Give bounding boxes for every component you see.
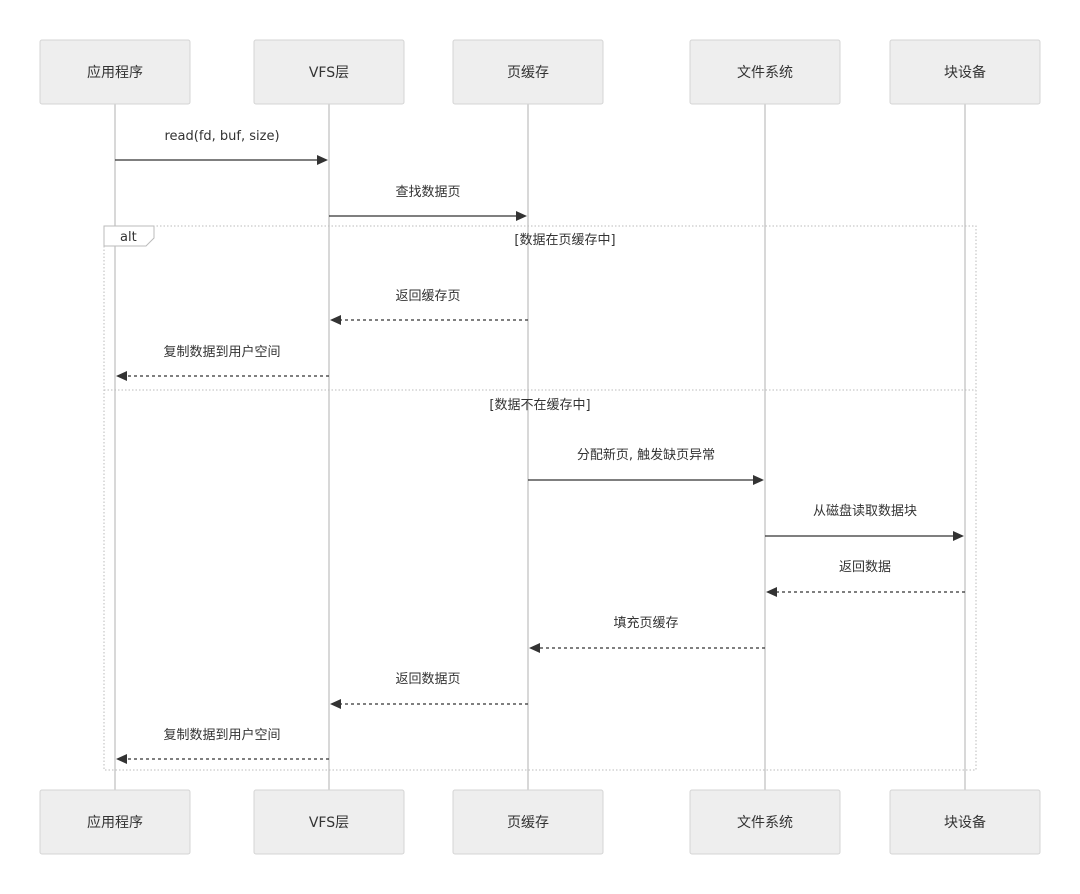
alt-branch-condition: [数据不在缓存中] <box>489 398 590 413</box>
participant-label: 页缓存 <box>507 815 549 831</box>
participant-label: 文件系统 <box>737 815 793 831</box>
message-label: 从磁盘读取数据块 <box>813 503 917 519</box>
participant-label: VFS层 <box>309 815 349 831</box>
message: 填充页缓存 <box>529 615 765 653</box>
participant-vfs: VFS层 <box>253 789 405 855</box>
participant-label: 应用程序 <box>87 814 143 831</box>
arrow-head <box>766 587 777 597</box>
arrow-head <box>330 315 341 325</box>
participant-app: 应用程序 <box>39 39 191 105</box>
arrow-head <box>953 531 964 541</box>
arrow-head <box>116 754 127 764</box>
participant-label: 文件系统 <box>737 65 793 81</box>
arrow-head <box>330 699 341 709</box>
participant-label: VFS层 <box>309 65 349 81</box>
message-label: 填充页缓存 <box>613 615 678 631</box>
participant-label: 页缓存 <box>507 65 549 81</box>
message: 从磁盘读取数据块 <box>765 503 964 541</box>
message: 返回数据页 <box>330 672 528 709</box>
participant-label: 块设备 <box>944 814 986 831</box>
message: 返回数据 <box>766 560 965 597</box>
alt-frame-kind: alt <box>120 230 137 245</box>
participant-block-device: 块设备 <box>889 39 1041 105</box>
participant-label: 应用程序 <box>87 64 143 81</box>
arrow-head <box>529 643 540 653</box>
lifelines <box>114 104 966 790</box>
participants-top: 应用程序 VFS层 页缓存 文件系统 块设备 <box>39 39 1041 105</box>
message-label: 复制数据到用户空间 <box>163 344 280 360</box>
participant-vfs: VFS层 <box>253 39 405 105</box>
participant-app: 应用程序 <box>39 789 191 855</box>
message-label: 复制数据到用户空间 <box>163 727 280 743</box>
message: 复制数据到用户空间 <box>116 727 329 764</box>
participant-label: 块设备 <box>944 64 986 81</box>
alt-frame: alt [数据在页缓存中] [数据不在缓存中] <box>103 225 977 771</box>
message-label: 返回数据页 <box>395 672 460 687</box>
participant-page-cache: 页缓存 <box>452 789 604 855</box>
message-label: read(fd, buf, size) <box>164 129 279 144</box>
alt-frame-tab <box>103 225 155 247</box>
messages: read(fd, buf, size) 查找数据页 返回缓存页 复制数据到用户空… <box>115 129 965 764</box>
arrow-head <box>317 155 328 165</box>
participant-page-cache: 页缓存 <box>452 39 604 105</box>
message-label: 分配新页, 触发缺页异常 <box>577 447 715 463</box>
message-label: 返回缓存页 <box>395 289 460 304</box>
message-label: 查找数据页 <box>395 185 460 200</box>
participant-block-device: 块设备 <box>889 789 1041 855</box>
message: 分配新页, 触发缺页异常 <box>528 447 764 485</box>
arrow-head <box>516 211 527 221</box>
arrow-head <box>753 475 764 485</box>
message: read(fd, buf, size) <box>115 129 328 165</box>
alt-frame-border <box>103 225 977 771</box>
participants-bottom: 应用程序 VFS层 页缓存 文件系统 块设备 <box>39 789 1041 855</box>
arrow-head <box>116 371 127 381</box>
message: 复制数据到用户空间 <box>116 344 329 381</box>
message: 查找数据页 <box>329 185 527 221</box>
participant-filesystem: 文件系统 <box>689 39 841 105</box>
message-label: 返回数据 <box>839 560 891 575</box>
message: 返回缓存页 <box>330 289 528 325</box>
participant-filesystem: 文件系统 <box>689 789 841 855</box>
alt-branch-condition: [数据在页缓存中] <box>514 233 615 248</box>
